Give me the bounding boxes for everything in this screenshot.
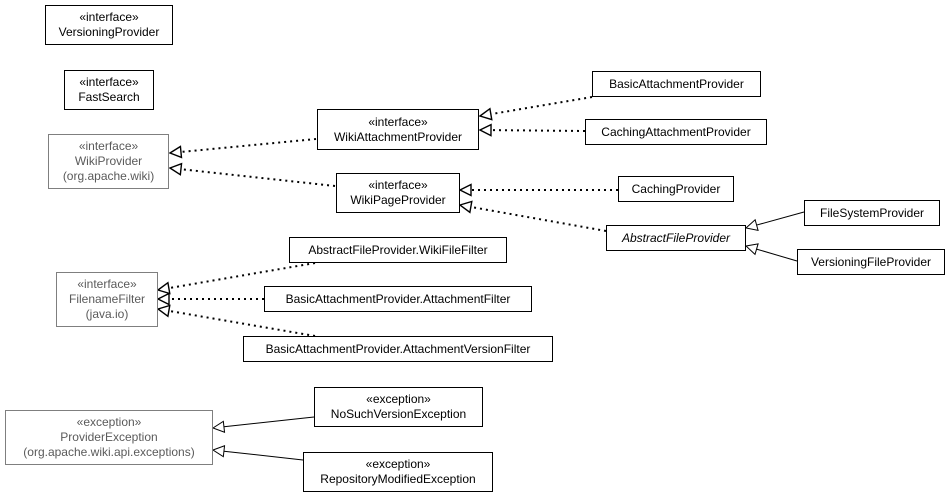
node-wiki-page-provider: «interface» WikiPageProvider	[336, 173, 460, 213]
class-name: BasicAttachmentProvider.AttachmentFilter	[285, 291, 511, 306]
stereotype-label: «interface»	[368, 178, 428, 192]
stereotype-label: «interface»	[79, 75, 139, 89]
class-name: CachingProvider	[631, 181, 721, 196]
class-name: NoSuchVersionException	[330, 407, 467, 421]
class-name: WikiPageProvider	[350, 193, 446, 207]
class-name: WikiProvider	[74, 154, 143, 168]
generalization-line	[756, 248, 798, 262]
hollow-arrowhead-icon	[478, 107, 493, 121]
class-name: FileSystemProvider	[819, 205, 925, 220]
relation-generalization-no_such_version_exception-to-provider_exception	[211, 416, 315, 434]
class-name: WikiAttachmentProvider	[333, 129, 463, 144]
class-name: BasicAttachmentProvider	[609, 76, 744, 91]
node-wiki-attachment-provider: «interface» WikiAttachmentProvider	[317, 109, 479, 150]
relation-realization-wiki_attachment_provider-to-wiki_provider	[168, 138, 317, 159]
node-filename-filter: «interface» FilenameFilter (java.io)	[56, 272, 158, 327]
node-repository-modified-exception: «exception» RepositoryModifiedException	[303, 452, 493, 492]
package-label: (java.io)	[85, 307, 129, 321]
class-name: CachingAttachmentProvider	[601, 124, 751, 139]
hollow-arrowhead-icon	[478, 123, 492, 137]
relation-realization-wiki_file_filter-to-filename_filter	[156, 262, 316, 295]
stereotype-label: «exception»	[365, 457, 431, 471]
stereotype-label: «interface»	[368, 114, 428, 129]
class-name: RepositoryModifiedException	[320, 472, 476, 486]
realization-line	[490, 96, 593, 116]
node-no-such-version-exception: «exception» NoSuchVersionException	[314, 387, 483, 427]
node-attachment-version-filter: BasicAttachmentProvider.AttachmentVersio…	[243, 336, 553, 362]
relation-realization-attachment_filter-to-filename_filter	[156, 292, 264, 306]
class-name: VersioningFileProvider	[810, 254, 932, 269]
stereotype-label: «exception»	[366, 392, 431, 406]
hollow-arrowhead-icon	[458, 200, 473, 214]
generalization-line	[756, 211, 805, 226]
relation-generalization-versioning_file_provider-to-abstract_file_provider	[744, 243, 798, 262]
node-provider-exception: «exception» ProviderException (org.apach…	[5, 410, 213, 465]
realization-line	[470, 205, 607, 232]
class-name: AbstractFileProvider.WikiFileFilter	[308, 242, 488, 257]
package-label: (org.apache.wiki)	[62, 169, 155, 183]
generalization-line	[223, 416, 315, 428]
relation-realization-abstract_file_provider-to-wiki_page_provider	[458, 200, 607, 232]
node-wiki-file-filter: AbstractFileProvider.WikiFileFilter	[289, 237, 507, 263]
relation-generalization-file_system_provider-to-abstract_file_provider	[744, 211, 805, 232]
stereotype-label: «exception»	[76, 415, 142, 429]
realization-line	[180, 168, 336, 187]
class-name: AbstractFileProvider	[621, 230, 731, 245]
hollow-arrowhead-icon	[211, 444, 226, 458]
node-basic-attachment-provider: BasicAttachmentProvider	[592, 71, 761, 97]
relation-realization-caching_provider-to-wiki_page_provider	[458, 183, 618, 197]
hollow-arrowhead-icon	[156, 281, 171, 295]
package-label: (org.apache.wiki.api.exceptions)	[23, 445, 195, 459]
class-name: FastSearch	[78, 90, 140, 104]
stereotype-label: «interface»	[77, 277, 137, 291]
hollow-arrowhead-icon	[168, 162, 183, 176]
node-caching-attachment-provider: CachingAttachmentProvider	[585, 119, 767, 145]
relation-realization-caching_attachment_provider-to-wiki_attachment_provider	[478, 123, 586, 137]
class-name: BasicAttachmentProvider.AttachmentVersio…	[265, 341, 531, 356]
relation-realization-basic_attachment_provider-to-wiki_attachment_provider	[478, 96, 593, 121]
node-caching-provider: CachingProvider	[618, 176, 734, 202]
node-fast-search: «interface» FastSearch	[64, 70, 154, 110]
hollow-arrowhead-icon	[211, 420, 226, 434]
hollow-arrowhead-icon	[156, 304, 171, 318]
relation-realization-wiki_page_provider-to-wiki_provider	[168, 162, 336, 187]
realization-line	[168, 309, 316, 337]
relation-generalization-repository_modified_exception-to-provider_exception	[211, 444, 304, 461]
node-abstract-file-provider: AbstractFileProvider	[606, 225, 746, 251]
stereotype-label: «interface»	[78, 139, 139, 153]
hollow-arrowhead-icon	[458, 183, 472, 197]
stereotype-label: «interface»	[79, 10, 139, 24]
node-versioning-provider: «interface» VersioningProvider	[45, 5, 173, 45]
node-attachment-filter: BasicAttachmentProvider.AttachmentFilter	[264, 286, 532, 312]
class-name: ProviderException	[60, 430, 158, 444]
node-wiki-provider: «interface» WikiProvider (org.apache.wik…	[48, 134, 169, 189]
node-file-system-provider: FileSystemProvider	[804, 200, 940, 226]
realization-line	[168, 262, 316, 290]
class-name: FilenameFilter	[68, 292, 146, 306]
hollow-arrowhead-icon	[168, 145, 183, 159]
node-versioning-file-provider: VersioningFileProvider	[797, 249, 945, 275]
hollow-arrowhead-icon	[156, 292, 170, 306]
generalization-line	[223, 450, 304, 461]
realization-line	[180, 138, 317, 153]
realization-line	[490, 129, 586, 132]
relation-realization-attachment_version_filter-to-filename_filter	[156, 304, 316, 337]
class-name: VersioningProvider	[58, 25, 160, 39]
hollow-arrowhead-icon	[744, 243, 759, 256]
hollow-arrowhead-icon	[744, 218, 759, 232]
